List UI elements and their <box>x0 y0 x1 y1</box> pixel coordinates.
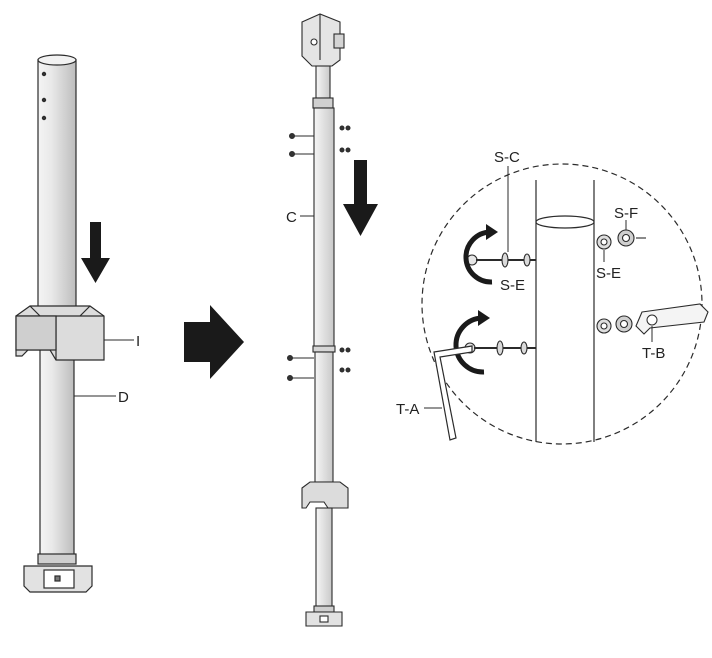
label-t-a: T-A <box>396 401 419 418</box>
label-s-e-left: S-E <box>500 277 525 294</box>
detail-circle <box>421 163 703 445</box>
bolt-upper <box>466 252 536 268</box>
pole-d <box>39 347 75 557</box>
middle-pole-assembly <box>301 13 349 627</box>
right-arrow-icon <box>184 305 244 379</box>
rotate-arrow-icon <box>463 229 493 285</box>
hex-key-t-a <box>433 345 473 441</box>
washer-nut-lower <box>596 315 633 334</box>
down-arrow-icon <box>343 160 378 236</box>
small-collar <box>301 481 349 509</box>
label-s-f: S-F <box>614 205 638 222</box>
upper-tube <box>37 59 77 319</box>
screws-top <box>289 125 351 157</box>
upper-tube-top <box>37 54 77 66</box>
label-i: I <box>136 333 140 350</box>
washer-nut-upper <box>596 229 646 250</box>
top-mount-bracket <box>301 13 345 99</box>
label-s-e-right: S-E <box>596 265 621 282</box>
label-s-c: S-C <box>494 149 520 166</box>
label-c: C <box>286 209 297 226</box>
rotate-arrow-icon <box>453 315 485 375</box>
bolt-lower <box>464 340 536 356</box>
down-arrow-icon <box>81 222 110 283</box>
collar-i <box>15 305 105 361</box>
pole-base-ring <box>37 553 77 565</box>
pole-c <box>313 107 335 349</box>
label-t-b: T-B <box>642 345 665 362</box>
screws-bottom <box>287 347 351 381</box>
detail-view <box>421 163 709 445</box>
wrench-t-b <box>635 303 709 335</box>
lower-outer-tube <box>314 351 334 483</box>
label-d: D <box>118 389 129 406</box>
left-pole-assembly <box>15 54 105 593</box>
